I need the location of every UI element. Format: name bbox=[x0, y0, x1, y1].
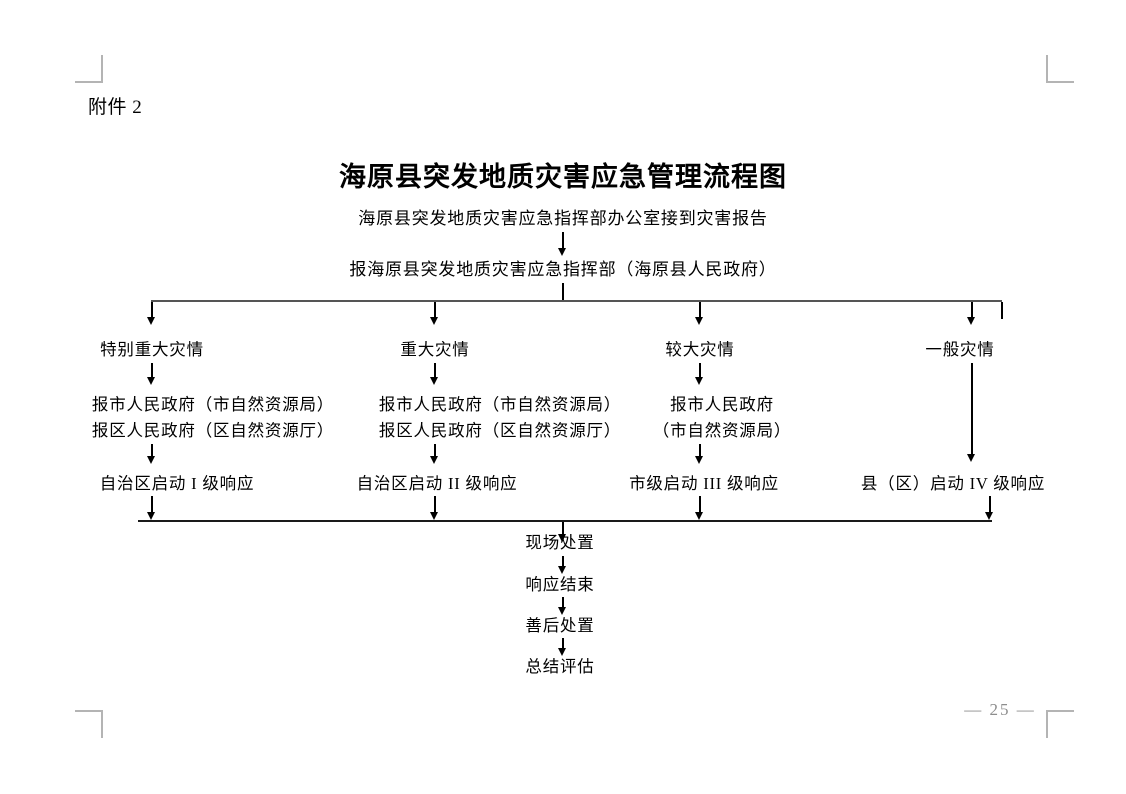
crop-mark-horizontal bbox=[75, 710, 103, 712]
flow-node-report-2-line1: 报市人民政府（市自然资源局） bbox=[378, 395, 622, 414]
arrow-head-response1-to-merge bbox=[147, 512, 155, 520]
flow-node-report-2-line2: 报区人民政府（区自然资源厅） bbox=[378, 421, 622, 440]
connector-line-step1-to-step2 bbox=[562, 556, 564, 568]
flow-node-report-1-line1: 报市人民政府（市自然资源局） bbox=[91, 395, 335, 414]
connector-line-branch-4b bbox=[971, 302, 973, 319]
page-title: 海原县突发地质灾害应急管理流程图 bbox=[339, 162, 787, 192]
connector-line-response2-to-merge bbox=[434, 496, 436, 514]
branch-distribution-bar bbox=[151, 300, 1002, 302]
flow-node-report-2: 报市人民政府（市自然资源局） 报区人民政府（区自然资源厅） bbox=[379, 392, 621, 444]
arrow-head-branch-2 bbox=[430, 317, 438, 325]
flow-node-intake: 海原县突发地质灾害应急指挥部办公室接到灾害报告 bbox=[358, 209, 768, 228]
connector-line-branch-1 bbox=[151, 302, 153, 319]
crop-mark-top-right bbox=[1046, 55, 1074, 83]
attachment-label: 附件 2 bbox=[88, 97, 143, 118]
crop-mark-vertical bbox=[1046, 710, 1048, 738]
connector-line-intake-to-command bbox=[562, 232, 564, 250]
flow-node-response-1: 自治区启动 I 级响应 bbox=[99, 474, 255, 493]
flow-node-report-3-line2: （市自然资源局） bbox=[652, 421, 792, 440]
connector-line-category4-to-response4 bbox=[971, 363, 973, 456]
flow-node-closing-1: 现场处置 bbox=[525, 533, 595, 552]
crop-mark-vertical bbox=[101, 710, 103, 738]
connector-line-report1-to-response1 bbox=[151, 444, 153, 458]
connector-line-category1-to-report1 bbox=[151, 363, 153, 379]
crop-mark-horizontal bbox=[1046, 710, 1074, 712]
crop-mark-bottom-right bbox=[1046, 710, 1074, 738]
crop-mark-horizontal bbox=[75, 81, 103, 83]
connector-line-step2-to-step3 bbox=[562, 597, 564, 609]
flow-node-category-2: 重大灾情 bbox=[400, 340, 470, 359]
flow-node-closing-4: 总结评估 bbox=[525, 657, 595, 676]
arrow-head-category2-to-report2 bbox=[430, 377, 438, 385]
flow-node-closing-2: 响应结束 bbox=[525, 575, 595, 594]
arrow-head-branch-4 bbox=[967, 317, 975, 325]
arrow-head-category1-to-report1 bbox=[147, 377, 155, 385]
arrow-head-branch-3 bbox=[695, 317, 703, 325]
arrow-head-step3-to-step4 bbox=[558, 648, 566, 656]
connector-line-category3-to-report3 bbox=[699, 363, 701, 379]
arrow-head-step2-to-step3 bbox=[558, 607, 566, 615]
crop-mark-horizontal bbox=[1046, 81, 1074, 83]
connector-line-branch-2 bbox=[434, 302, 436, 319]
connector-line-step3-to-step4 bbox=[562, 638, 564, 650]
connector-line-branch-4 bbox=[1001, 302, 1003, 319]
flow-node-response-4: 县（区）启动 IV 级响应 bbox=[860, 474, 1046, 493]
arrow-head-branch-1 bbox=[147, 317, 155, 325]
crop-mark-bottom-left bbox=[75, 710, 103, 738]
flow-node-response-2: 自治区启动 II 级响应 bbox=[356, 474, 518, 493]
flow-node-category-4: 一般灾情 bbox=[925, 340, 995, 359]
connector-line-merge-to-step1 bbox=[562, 522, 564, 536]
flow-node-report-1-line2: 报区人民政府（区自然资源厅） bbox=[91, 421, 335, 440]
arrow-head-response4-to-merge bbox=[985, 512, 993, 520]
connector-line-category2-to-report2 bbox=[434, 363, 436, 379]
flow-node-report-1: 报市人民政府（市自然资源局） 报区人民政府（区自然资源厅） bbox=[92, 392, 334, 444]
connector-line-response3-to-merge bbox=[699, 496, 701, 514]
connector-line-report3-to-response3 bbox=[699, 444, 701, 458]
arrow-head-category4-to-response4 bbox=[967, 454, 975, 462]
crop-mark-vertical bbox=[101, 55, 103, 83]
flow-node-category-1: 特别重大灾情 bbox=[100, 340, 204, 359]
arrow-head-report3-to-response3 bbox=[695, 456, 703, 464]
arrow-head-intake-to-command bbox=[558, 248, 566, 256]
arrow-head-report2-to-response2 bbox=[430, 456, 438, 464]
arrow-head-category3-to-report3 bbox=[695, 377, 703, 385]
flow-node-report-3-line1: 报市人民政府 bbox=[670, 395, 774, 414]
flow-node-report-to-command: 报海原县突发地质灾害应急指挥部（海原县人民政府） bbox=[349, 260, 777, 279]
arrow-head-response2-to-merge bbox=[430, 512, 438, 520]
connector-line-report2-to-response2 bbox=[434, 444, 436, 458]
page-number-footer: — 25 — bbox=[964, 700, 1036, 719]
arrow-head-merge-to-step1 bbox=[558, 534, 566, 542]
flow-node-category-3: 较大灾情 bbox=[665, 340, 735, 359]
arrow-head-step1-to-step2 bbox=[558, 566, 566, 574]
connector-line-branch-3 bbox=[699, 302, 701, 319]
flow-node-response-3: 市级启动 III 级响应 bbox=[629, 474, 779, 493]
flow-node-report-3: 报市人民政府 （市自然资源局） bbox=[653, 392, 791, 444]
arrow-head-response3-to-merge bbox=[695, 512, 703, 520]
flow-node-closing-3: 善后处置 bbox=[525, 616, 595, 635]
crop-mark-top-left bbox=[75, 55, 103, 83]
branch-merge-bar bbox=[138, 520, 992, 522]
crop-mark-vertical bbox=[1046, 55, 1048, 83]
connector-line-command-to-split bbox=[562, 283, 564, 300]
connector-line-response4-to-merge bbox=[989, 496, 991, 514]
connector-line-response1-to-merge bbox=[151, 496, 153, 514]
arrow-head-report1-to-response1 bbox=[147, 456, 155, 464]
